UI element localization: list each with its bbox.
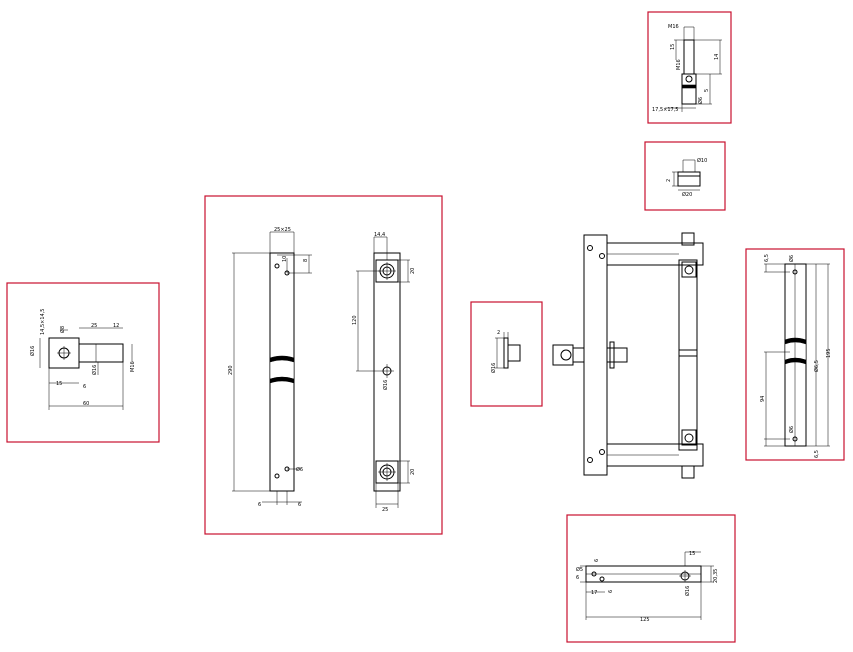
view-7-dim-d-top: Ø6 [788, 255, 795, 262]
view-7: 6,5 Ø6 195 Ø6,5 94 Ø6 6,5 [745, 248, 845, 461]
view-4-block [681, 73, 697, 105]
view-5-dim-top: Ø10 [697, 157, 707, 164]
view-4-band [681, 84, 697, 89]
view-5-disc [677, 171, 701, 187]
view-7-dim-l: 94 [760, 396, 766, 402]
view-6-dim-d: Ø16 [490, 363, 497, 373]
view-8-dim-l: 17 [591, 590, 597, 596]
assembly-right-bar [678, 259, 698, 451]
view-3-dim-mid: 120 [352, 315, 358, 325]
view-1-dim-top: 14,5×14,5 [40, 309, 46, 335]
view-7-hole-top [792, 269, 798, 275]
view-8-dim-c: 6 [608, 590, 614, 593]
view-7-dim-mid: Ø6,5 [813, 360, 820, 372]
view-1-dim-hole: Ø8 [59, 326, 66, 333]
view-1-dim-w3: 15 [56, 381, 62, 387]
view-1-dim-thread: M16 [130, 361, 136, 372]
view-8-dim-total: 125 [640, 617, 650, 623]
assembly-view [552, 232, 704, 479]
view-8-dim-r: 15 [689, 551, 695, 557]
view-7-hole-bot [792, 436, 798, 442]
view-2-dim-h2: 8 [303, 259, 309, 262]
assembly-main-bar [583, 234, 608, 476]
assembly-top-stub [681, 232, 695, 246]
view-7-frame [745, 248, 845, 461]
view-2-hole-bot [274, 473, 280, 479]
view-1-dim-w1: 25 [91, 323, 97, 329]
assembly-handle-shaft [606, 347, 628, 363]
view-7-dim-d-bot: Ø6 [788, 426, 795, 433]
view-1-shaft [78, 343, 124, 363]
view-8-frame [566, 514, 736, 643]
view-4-dim-b: 14 [714, 54, 720, 60]
view-5-dim-h: 2 [666, 179, 672, 182]
view-6-disc [503, 337, 509, 369]
view-7-dim-top: 6,5 [764, 254, 770, 262]
view-4-dim-top: M16 [668, 24, 679, 30]
view-5-dim-bot: Ø20 [682, 191, 692, 198]
view-1-dim-total: 60 [83, 401, 89, 407]
view-4-dim-hole: Ø6 [697, 97, 704, 104]
view-1: Ø16 14,5×14,5 Ø8 25 12 Ø16 M16 15 60 6 [6, 282, 160, 443]
view-2-dim-h1: 10 [282, 256, 288, 262]
view-4-frame [647, 11, 732, 124]
view-4-dim-c: 5 [704, 89, 710, 92]
view-1-frame [6, 282, 160, 443]
view-3-dim-h-top: 20 [410, 268, 416, 274]
view-5: Ø10 2 Ø20 [644, 141, 726, 211]
view-8-dim-h: 20,35 [713, 569, 719, 583]
view-2-3-frame [204, 195, 443, 535]
view-2-dim-b1: 6 [258, 502, 261, 508]
view-7-dim-total: 195 [826, 348, 832, 358]
assembly-bottom-stub [681, 465, 695, 479]
view-2-dim-hole: Ø6 [296, 466, 303, 473]
view-8-dim-b: 6 [594, 559, 600, 562]
view-1-dim-w2: 12 [113, 323, 119, 329]
view-3-dim-h-bot: 20 [410, 469, 416, 475]
view-2-3: 25×25 10 8 290 Ø6 6 6 [204, 195, 443, 535]
assembly-handle-block [552, 344, 574, 366]
view-3-dim-top: 14,4 [374, 232, 385, 238]
view-1-dim-s1: 6 [83, 384, 86, 390]
view-7-dim-bot: 6,5 [814, 450, 820, 458]
view-8-dim-a: 6 [576, 575, 579, 581]
assembly-top-block [681, 261, 697, 278]
view-2-hole-top [274, 263, 280, 269]
view-3-square-bot [375, 460, 399, 484]
view-6: 2 Ø16 [470, 301, 543, 407]
view-8-hole-left [591, 571, 597, 577]
view-8-dim-d1: Ø5 [576, 566, 583, 573]
view-1-dim-square: Ø16 [29, 346, 36, 356]
view-1-dim-shaft: Ø16 [91, 365, 98, 375]
view-3-dim-hole: Ø16 [382, 380, 389, 390]
view-8-dim-d2: Ø16 [684, 586, 691, 596]
view-2-dim-total: 290 [228, 365, 234, 375]
view-6-dim-h: 2 [497, 330, 500, 336]
view-6-shaft [507, 344, 521, 362]
view-4-dim-thread: M16 [676, 59, 682, 70]
view-4-pin [683, 39, 695, 75]
view-4-dim-a: 15 [670, 44, 676, 50]
view-5-frame [644, 141, 726, 211]
view-2-dim-b2: 6 [298, 502, 301, 508]
view-4: M16 15 14 5 M16 Ø6 17,5×17,5 [647, 11, 732, 124]
view-6-frame [470, 301, 543, 407]
view-8: Ø5 6 6 17 6 Ø16 15 20,35 125 [566, 514, 736, 643]
view-4-dim-sq: 17,5×17,5 [652, 107, 678, 113]
view-3-dim-bot: 25 [382, 507, 388, 513]
view-2-dim-top: 25×25 [274, 227, 291, 233]
assembly-bottom-block [681, 429, 697, 446]
